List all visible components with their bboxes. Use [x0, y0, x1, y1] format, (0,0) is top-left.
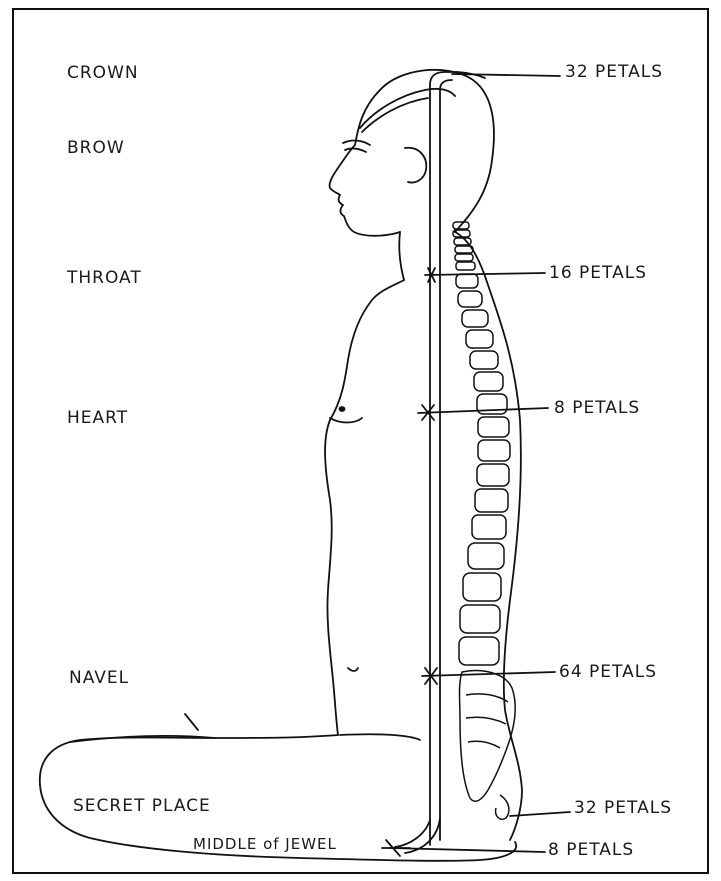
vertebra — [463, 573, 501, 601]
vertebra — [462, 310, 488, 327]
petals-heart: 8 PETALS — [554, 400, 640, 417]
toe-mark — [185, 714, 198, 730]
coccyx — [496, 795, 509, 819]
vertebra — [458, 291, 482, 307]
head-outline — [330, 70, 494, 236]
base-curl — [395, 820, 430, 847]
leader-crown — [452, 74, 560, 76]
spine-vertebrae — [453, 222, 515, 819]
channel-outer — [430, 72, 458, 845]
chest-line — [330, 418, 362, 423]
label-secret-place: SECRET PLACE — [73, 798, 211, 815]
label-middle-of-jewel: MIDDLE of JEWEL — [193, 837, 337, 852]
brow-mark — [343, 141, 370, 145]
vertebra — [456, 274, 478, 288]
label-navel: NAVEL — [69, 670, 129, 687]
neck-front — [399, 232, 404, 280]
channel-inner — [440, 80, 452, 840]
vertebra — [470, 351, 498, 369]
vertebra — [468, 543, 504, 569]
vertebra — [455, 254, 473, 261]
vertebra — [477, 464, 509, 486]
nipple-mark — [340, 407, 345, 411]
vertebra — [459, 637, 499, 665]
label-heart: HEART — [67, 410, 128, 427]
petals-middle-of-jewel: 8 PETALS — [548, 842, 634, 859]
navel-mark — [348, 668, 358, 671]
vertebra — [474, 372, 503, 391]
sacrum-line — [466, 717, 506, 724]
vertebra — [478, 440, 510, 461]
petals-navel: 64 PETALS — [559, 664, 657, 681]
petals-secret-place: 32 PETALS — [574, 800, 672, 817]
label-crown: CROWN — [67, 65, 139, 82]
label-throat: THROAT — [67, 270, 142, 287]
calf-line — [340, 734, 420, 740]
sacrum-line — [466, 694, 508, 702]
vertebra — [460, 605, 500, 633]
vertebra — [475, 489, 508, 512]
sacrum-line — [468, 741, 500, 748]
torso-front — [325, 280, 404, 735]
vertebra — [478, 417, 509, 437]
label-brow: BROW — [67, 140, 125, 157]
leader-heart — [418, 408, 548, 413]
back-outline — [455, 232, 522, 840]
vertebra — [466, 330, 493, 348]
sacrum — [460, 671, 516, 802]
vertebra — [472, 515, 506, 539]
foot-line — [70, 736, 215, 742]
ear-outline — [405, 148, 426, 183]
eye-mark — [345, 149, 366, 152]
petals-crown: 32 PETALS — [565, 64, 663, 81]
vertebra — [456, 262, 475, 270]
petals-throat: 16 PETALS — [549, 265, 647, 282]
leader-throat — [425, 273, 545, 275]
